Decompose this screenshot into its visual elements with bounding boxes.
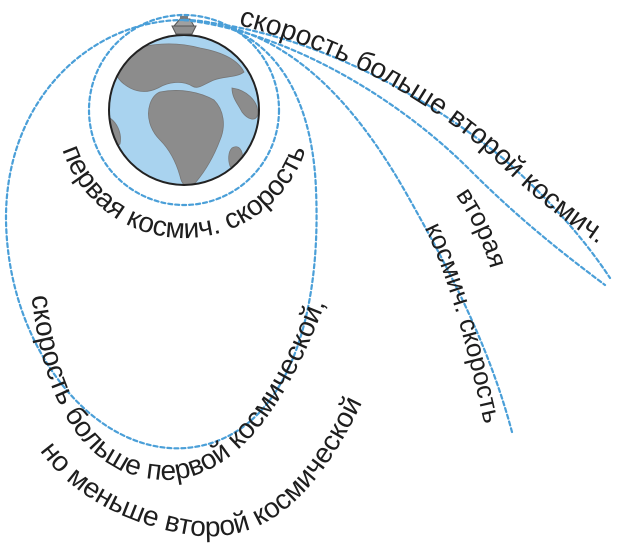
- hyperbolic-trajectory-outer: [182, 18, 612, 280]
- elliptical-orbit: [4, 18, 318, 450]
- hyperbolic-velocity-label: скорость больше второй космич.: [237, 1, 613, 249]
- earth-globe-icon: [108, 34, 260, 186]
- satellite-icon: [171, 16, 197, 35]
- parabolic-trajectory: [182, 18, 514, 434]
- hyperbolic-trajectory-inner: [182, 18, 607, 287]
- circular-orbit: [87, 13, 281, 207]
